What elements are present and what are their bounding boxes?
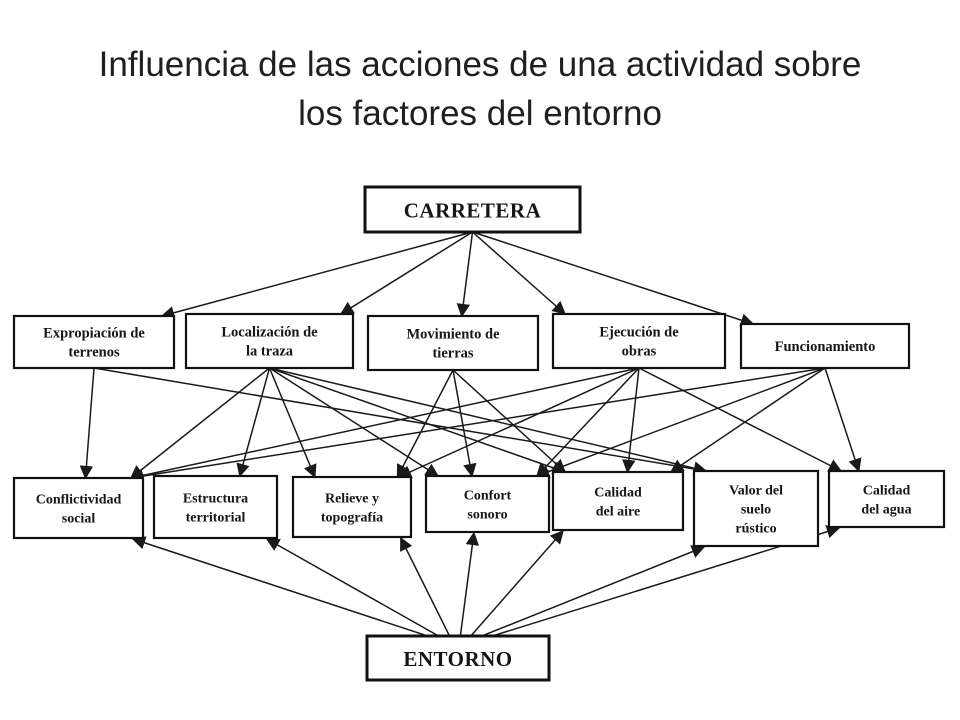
node-label-movimiento-line-2: tierras — [432, 346, 473, 362]
node-localizacion: Localización de la traza — [184, 312, 355, 370]
node-box-movimiento — [366, 314, 540, 372]
edge-localizacion-to-confort — [269, 367, 440, 477]
edge-localizacion-to-conflictividad — [129, 367, 270, 479]
node-valor-suelo: Valor del suelo rústico — [692, 469, 820, 548]
node-label-valor-suelo-line-2: suelo — [741, 503, 771, 518]
node-conflictividad: Conflictividad social — [12, 476, 145, 540]
edge-movimiento-to-calidad-aire — [452, 369, 566, 473]
node-label-conflictividad-line-1: Conflictividad — [36, 493, 122, 508]
node-box-estructura — [152, 474, 279, 540]
node-box-valor-suelo — [692, 469, 820, 548]
node-label-expropiacion-line-1: Expropiación de — [43, 326, 145, 342]
edge-ejecucion-to-conflictividad — [129, 367, 640, 483]
node-calidad-aire: Calidad del aire — [551, 470, 685, 532]
edge-movimiento-to-relieve — [396, 369, 454, 479]
node-box-entorno — [365, 634, 551, 682]
node-box-ejecucion — [551, 312, 727, 370]
node-label-entorno-line-1: ENTORNO — [403, 647, 512, 671]
edge-ejecucion-to-relieve — [397, 367, 640, 479]
page-title: Influencia de las acciones de una activi… — [0, 40, 960, 138]
node-box-relieve — [291, 475, 413, 539]
node-label-localizacion-line-2: la traza — [246, 344, 294, 360]
node-label-confort-line-2: sonoro — [467, 508, 507, 523]
edge-entorno-to-conflictividad — [131, 536, 428, 637]
edge-funcionamiento-to-calidad-agua — [824, 367, 862, 473]
edge-carretera-to-ejecucion — [472, 231, 567, 315]
node-funcionamiento: Funcionamiento — [739, 322, 911, 370]
node-label-localizacion-line-1: Localización de — [221, 325, 318, 341]
node-label-valor-suelo-line-3: rústico — [735, 522, 776, 537]
edge-localizacion-to-valor-suelo — [269, 367, 708, 475]
edge-ejecucion-to-calidad-aire — [622, 367, 640, 474]
node-box-funcionamiento — [739, 322, 911, 370]
diagram-nodes: CARRETERA Expropiación de terrenos Localiza… — [12, 185, 946, 682]
edge-entorno-to-relieve — [400, 536, 451, 637]
edge-carretera-to-funcionamiento — [472, 231, 755, 327]
edge-ejecucion-to-confort — [536, 367, 640, 477]
node-box-confort — [424, 474, 551, 534]
edge-carretera-to-localizacion — [339, 231, 473, 315]
node-label-estructura-line-1: Estructura — [183, 492, 248, 507]
edge-entorno-to-estructura — [265, 538, 439, 637]
node-box-carretera — [363, 185, 582, 234]
node-box-expropiacion — [12, 314, 176, 370]
edge-entorno-to-confort — [459, 531, 480, 637]
title-line-2: los factores del entorno — [298, 94, 662, 133]
edge-localizacion-to-estructura — [236, 367, 271, 478]
node-label-calidad-aire-line-2: del aire — [596, 505, 640, 520]
edge-carretera-to-expropiacion — [160, 231, 473, 320]
diagram-edges — [79, 231, 862, 637]
node-entorno: ENTORNO — [365, 634, 551, 682]
edge-funcionamiento-to-calidad-aire — [669, 367, 826, 473]
edge-funcionamiento-to-confort — [535, 367, 826, 479]
node-label-movimiento-line-1: Movimiento de — [406, 327, 500, 343]
edge-ejecucion-to-calidad-agua — [638, 367, 843, 472]
edge-entorno-to-calidad-aire — [470, 529, 564, 637]
node-calidad-agua: Calidad del agua — [827, 469, 946, 529]
node-relieve: Relieve y topografía — [291, 475, 413, 539]
edge-localizacion-to-calidad-aire — [269, 367, 567, 475]
node-label-ejecucion-line-2: obras — [622, 344, 657, 360]
edge-carretera-to-movimiento — [456, 231, 474, 318]
node-box-calidad-agua — [827, 469, 946, 529]
node-label-confort-line-1: Confort — [464, 489, 512, 504]
node-box-localizacion — [184, 312, 355, 370]
node-label-calidad-agua-line-1: Calidad — [863, 484, 911, 499]
node-label-valor-suelo-line-1: Valor del — [729, 484, 783, 499]
node-ejecucion: Ejecución de obras — [551, 312, 727, 370]
node-box-calidad-aire — [551, 470, 685, 532]
node-expropiacion: Expropiación de terrenos — [12, 314, 176, 370]
node-confort: Confort sonoro — [424, 474, 551, 534]
node-label-calidad-agua-line-2: del agua — [861, 503, 911, 518]
node-label-estructura-line-2: territorial — [186, 511, 246, 526]
node-label-calidad-aire-line-1: Calidad — [594, 486, 642, 501]
edge-movimiento-to-confort — [452, 369, 477, 478]
node-carretera: CARRETERA — [363, 185, 582, 234]
node-label-relieve-line-2: topografía — [321, 511, 383, 526]
edge-localizacion-to-relieve — [268, 367, 317, 479]
node-estructura: Estructura territorial — [152, 474, 279, 540]
edge-entorno-to-valor-suelo — [481, 545, 706, 637]
node-box-conflictividad — [12, 476, 145, 540]
edge-expropiacion-to-conflictividad — [79, 367, 95, 480]
node-label-conflictividad-line-2: social — [62, 512, 96, 527]
edge-funcionamiento-to-conflictividad — [129, 367, 826, 483]
node-label-carretera-line-1: CARRETERA — [404, 199, 542, 223]
node-movimiento: Movimiento de tierras — [366, 314, 540, 372]
node-label-expropiacion-line-2: terrenos — [68, 345, 120, 361]
node-label-ejecucion-line-1: Ejecución de — [599, 325, 679, 341]
title-line-1: Influencia de las acciones de una activi… — [98, 45, 862, 84]
node-label-funcionamiento-line-1: Funcionamiento — [775, 339, 876, 355]
node-label-relieve-line-1: Relieve y — [325, 492, 379, 507]
